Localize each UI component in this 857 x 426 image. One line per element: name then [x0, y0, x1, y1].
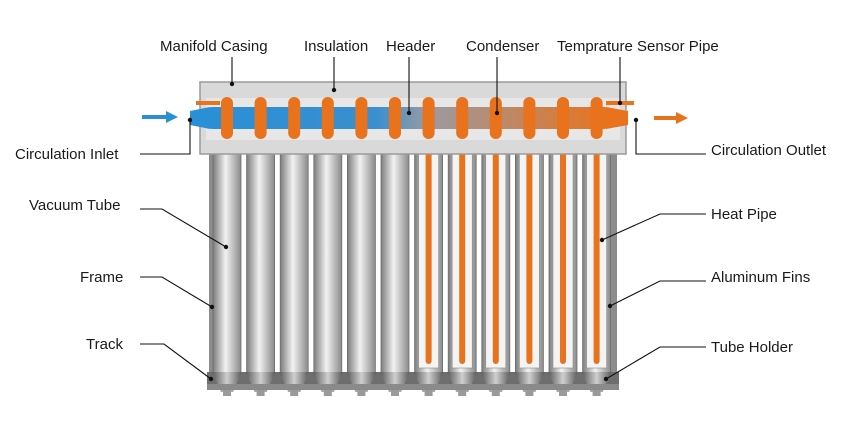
tube-holder-foot	[357, 388, 366, 396]
label-heat-pipe: Heat Pipe	[711, 206, 777, 223]
vacuum-tubes	[212, 128, 611, 377]
vacuum-tube	[380, 139, 410, 377]
label-manifold-casing: Manifold Casing	[160, 38, 268, 55]
outlet-arrow-icon	[654, 112, 688, 124]
label-tube-holder: Tube Holder	[711, 339, 793, 356]
condenser	[288, 97, 301, 139]
condenser	[422, 97, 435, 139]
tube-holder-foot	[525, 388, 534, 396]
header-outlet-nozzle	[606, 107, 628, 129]
tube-holder-foot	[491, 388, 500, 396]
header-inlet-nozzle	[190, 107, 210, 129]
track-bottom	[207, 384, 619, 390]
tube-holder-foot	[458, 388, 467, 396]
tube-holder-foot	[223, 388, 231, 396]
tube-holder-foot	[290, 388, 299, 396]
label-insulation: Insulation	[304, 38, 368, 55]
label-condenser: Condenser	[466, 38, 539, 55]
label-frame: Frame	[80, 269, 123, 286]
condensers	[221, 97, 603, 139]
tube-holder-foot	[424, 388, 433, 396]
heat-pipe	[425, 128, 432, 364]
condenser	[456, 97, 469, 139]
vacuum-tube	[279, 139, 309, 377]
vacuum-tube	[212, 139, 242, 377]
tube-holder-foot	[391, 388, 399, 396]
label-header: Header	[386, 38, 435, 55]
tube-holder-foot	[323, 388, 332, 396]
label-circulation-outlet: Circulation Outlet	[711, 142, 827, 159]
label-track: Track	[86, 336, 123, 353]
leader-lines	[140, 57, 706, 382]
condenser	[489, 97, 502, 139]
header-pipe	[208, 107, 608, 129]
vacuum-tube	[313, 139, 343, 377]
temp-sensor-pipe-left	[196, 101, 220, 105]
tube-holder-foot	[592, 388, 601, 396]
condenser	[221, 97, 233, 139]
condenser	[389, 97, 401, 139]
vacuum-tube	[246, 139, 276, 377]
frame-rail-right	[609, 150, 617, 380]
condenser	[523, 97, 536, 139]
heat-pipe	[492, 128, 499, 364]
vacuum-tube	[346, 139, 376, 377]
condenser	[321, 97, 334, 139]
inlet-arrow-icon	[142, 111, 178, 123]
condenser	[590, 97, 603, 139]
label-aluminum-fins: Aluminum Fins	[711, 269, 810, 286]
heat-pipe	[593, 128, 600, 364]
label-circulation-inlet: Circulation Inlet	[15, 146, 119, 163]
label-vacuum-tube: Vacuum Tube	[29, 197, 120, 214]
condenser	[355, 97, 368, 139]
label-temp-sensor-pipe: Temprature Sensor Pipe	[557, 38, 719, 55]
heat-pipe	[560, 128, 566, 364]
tube-holder-foot	[256, 388, 265, 396]
tube-holder-foot	[559, 388, 567, 396]
heat-pipe	[526, 128, 533, 364]
condenser	[254, 97, 267, 139]
condenser	[557, 97, 569, 139]
heat-pipe	[459, 128, 466, 364]
